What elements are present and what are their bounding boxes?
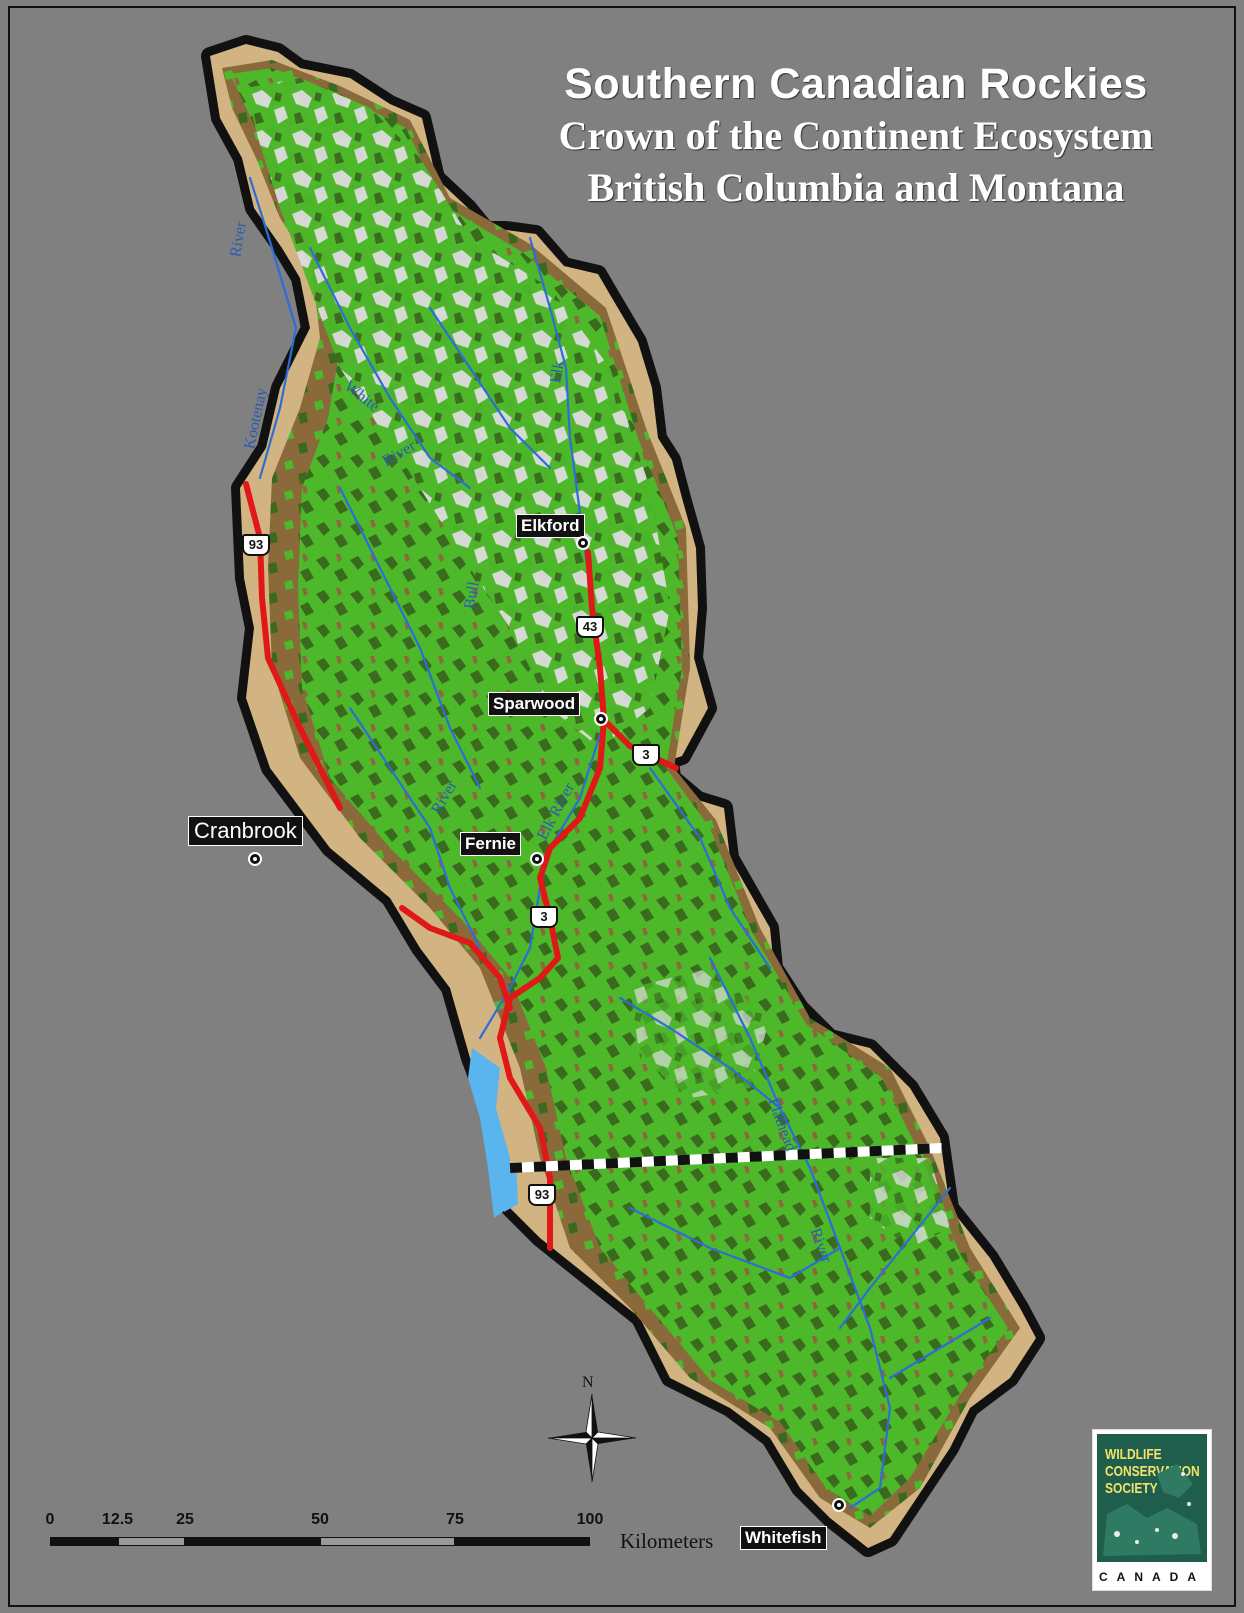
highway-shield-3-south: 3 <box>530 906 558 928</box>
highway-3-main <box>497 717 607 1041</box>
map-subtitle: Crown of the Continent Ecosystem <box>558 113 1154 158</box>
highway-shield-3-east: 3 <box>632 744 660 766</box>
kootenay-river <box>248 176 298 480</box>
tributary-2 <box>628 1206 842 1280</box>
highway-93-north <box>243 481 343 811</box>
town-label-sparwood: Sparwood <box>488 692 581 716</box>
scale-segment <box>117 1537 185 1546</box>
town-marker-elkford <box>576 536 590 550</box>
tributary-3 <box>838 1186 952 1330</box>
scale-segment <box>50 1537 118 1546</box>
scale-tick-label: 0 <box>45 1511 55 1528</box>
map-frame: Southern Canadian Rockies Crown of the C… <box>8 6 1236 1607</box>
highway-43 <box>585 549 607 723</box>
highway-shield-43: 43 <box>576 616 604 638</box>
scale-tick-label: 100 <box>576 1511 604 1528</box>
town-marker-sparwood <box>594 712 608 726</box>
highway-3-east <box>601 717 679 771</box>
town-label-elkford: Elkford <box>516 514 585 538</box>
alpine-area-south <box>630 968 770 1098</box>
map-region: British Columbia and Montana <box>587 165 1125 210</box>
white-river <box>308 246 472 490</box>
tributary-6 <box>648 766 772 970</box>
wcs-logo-country: CANADA <box>1099 1570 1205 1584</box>
highway-shield-93-south: 93 <box>528 1184 556 1206</box>
wcs-logo-badge: WILDLIFE CONSERVATION SOCIETY <box>1097 1434 1207 1562</box>
wcs-logo-line1: WILDLIFE <box>1105 1446 1162 1463</box>
compass-rose <box>547 1393 637 1483</box>
scale-segment <box>320 1537 455 1546</box>
koocanusa-lake <box>468 1048 510 1218</box>
scale-tick-label: 50 <box>311 1511 329 1528</box>
tributary-7 <box>348 706 482 950</box>
tributary-5 <box>428 306 552 470</box>
wcs-logo-texture <box>1103 1464 1201 1556</box>
highway-3-west <box>399 905 513 1011</box>
highway-shield-93-north: 93 <box>242 534 270 556</box>
wcs-logo: WILDLIFE CONSERVATION SOCIETY CANADA <box>1092 1429 1212 1591</box>
lake-small <box>498 1162 518 1212</box>
alpine-area-north <box>246 78 670 748</box>
town-label-whitefish: Whitefish <box>740 1526 827 1550</box>
north-label: N <box>582 1374 594 1391</box>
ecosystem-map <box>201 35 1045 1557</box>
bull-river <box>338 486 482 790</box>
title-block: Southern Canadian Rockies Crown of the C… <box>506 58 1206 214</box>
scale-bar: Kilometers 0 12.5 25 50 75 100 <box>40 1511 714 1571</box>
scale-tick-label: 25 <box>176 1511 194 1528</box>
tributary-1 <box>618 996 782 1110</box>
scale-unit: Kilometers <box>620 1529 714 1553</box>
wcs-logo-line3: SOCIETY <box>1105 1480 1158 1497</box>
town-marker-fernie <box>530 852 544 866</box>
town-label-fernie: Fernie <box>460 832 522 856</box>
scale-tick-label: 75 <box>446 1511 464 1528</box>
tributary-4 <box>888 1316 992 1380</box>
scale-segment <box>455 1537 590 1546</box>
map-title: Southern Canadian Rockies <box>564 60 1148 108</box>
international-border-dashes <box>509 1143 943 1173</box>
town-marker-cranbrook <box>248 852 262 866</box>
highway-network <box>243 481 679 1251</box>
alpine-area-southeast <box>870 1158 950 1248</box>
town-marker-whitefish <box>832 1498 846 1512</box>
river-label-elk-upper: Elk <box>547 359 568 385</box>
scale-tick-label: 12.5 <box>101 1511 134 1528</box>
scale-segment <box>185 1537 320 1546</box>
town-label-cranbrook: Cranbrook <box>188 816 303 846</box>
